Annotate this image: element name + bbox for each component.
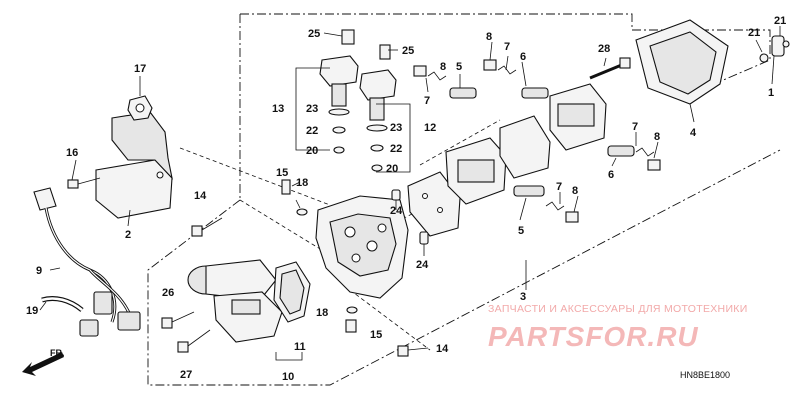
bolt-part-16 bbox=[67, 177, 101, 189]
callout-5-upper: 5 bbox=[456, 61, 462, 73]
callout-9: 9 bbox=[36, 265, 42, 277]
callout-21-a: 21 bbox=[748, 27, 760, 39]
callout-20-left: 20 bbox=[306, 145, 318, 157]
callout-23-right: 23 bbox=[390, 122, 402, 134]
band-part-19 bbox=[41, 295, 84, 312]
bolt-part-15-upper bbox=[281, 179, 291, 195]
bolt-part-15-lower bbox=[345, 319, 357, 333]
bolt-part-14-upper bbox=[191, 217, 223, 237]
fitting-part-21-1 bbox=[759, 35, 790, 63]
leader-lines bbox=[39, 26, 781, 311]
clamp-part-17 bbox=[127, 95, 153, 121]
callout-15-lower: 15 bbox=[370, 329, 382, 341]
callout-19: 19 bbox=[26, 305, 38, 317]
callout-22-right: 22 bbox=[390, 143, 402, 155]
valve-spring-set-lower bbox=[513, 145, 661, 223]
callout-20-right: 20 bbox=[386, 163, 398, 175]
bolt-part-26 bbox=[161, 311, 195, 329]
bracket-13 bbox=[295, 67, 330, 151]
callout-6-upper: 6 bbox=[520, 51, 526, 63]
bolt-part-27 bbox=[177, 329, 211, 353]
callout-15-upper: 15 bbox=[276, 167, 288, 179]
callout-7-d: 7 bbox=[556, 181, 562, 193]
callout-8-b: 8 bbox=[486, 31, 492, 43]
callout-11: 11 bbox=[294, 341, 306, 353]
callout-6-lower: 6 bbox=[608, 169, 614, 181]
callout-labels: 25 25 17 16 2 9 19 14 13 23 22 20 23 12 … bbox=[26, 15, 786, 383]
wire-harness-part-9 bbox=[33, 187, 141, 337]
callout-1: 1 bbox=[768, 87, 774, 99]
front-direction-arrow: FR. bbox=[22, 348, 65, 376]
callout-25-left: 25 bbox=[308, 28, 320, 40]
callout-25-right: 25 bbox=[402, 45, 414, 57]
washer-part-18-lower bbox=[346, 306, 358, 314]
callout-24-lower: 24 bbox=[416, 259, 429, 271]
callout-14-lower: 14 bbox=[436, 343, 449, 355]
valve-block-middle bbox=[445, 137, 507, 205]
valve-spring-set-upper bbox=[413, 59, 549, 99]
callout-13: 13 bbox=[272, 103, 284, 115]
guide-line-1 bbox=[179, 147, 331, 206]
callout-3: 3 bbox=[520, 291, 526, 303]
bracket-12 bbox=[376, 103, 411, 173]
solenoid-assembly-left bbox=[319, 29, 359, 154]
linear-solenoid-part-10 bbox=[187, 259, 283, 343]
watermark: ЗАПЧАСТИ И АКСЕССУАРЫ ДЛЯ МОТОТЕХНИКИ PA… bbox=[488, 303, 748, 352]
valve-body-part-3 bbox=[315, 195, 409, 299]
cover-part-2 bbox=[95, 111, 173, 219]
callout-26: 26 bbox=[162, 287, 174, 299]
washer-part-18-upper bbox=[296, 208, 308, 216]
bracket-10 bbox=[275, 352, 303, 361]
callout-16: 16 bbox=[66, 147, 78, 159]
callout-27: 27 bbox=[180, 369, 192, 381]
gasket-part-11 bbox=[273, 261, 311, 323]
callout-14-upper: 14 bbox=[194, 190, 207, 202]
callout-22-left: 22 bbox=[306, 125, 318, 137]
callout-4: 4 bbox=[690, 127, 697, 139]
separator-plate-2 bbox=[499, 115, 551, 179]
callout-21-b: 21 bbox=[774, 15, 786, 27]
callout-23-left: 23 bbox=[306, 103, 318, 115]
callout-10: 10 bbox=[282, 371, 294, 383]
bolt-part-14-lower bbox=[397, 345, 429, 357]
separator-plate bbox=[407, 171, 461, 237]
callout-18-upper: 18 bbox=[296, 177, 308, 189]
callout-24-upper: 24 bbox=[390, 205, 403, 217]
watermark-tagline: ЗАПЧАСТИ И АКСЕССУАРЫ ДЛЯ МОТОТЕХНИКИ bbox=[488, 303, 748, 315]
assembly-frame-lower bbox=[147, 149, 781, 386]
guide-line-5 bbox=[419, 119, 501, 166]
front-direction-label: FR. bbox=[50, 348, 65, 358]
callout-28: 28 bbox=[598, 43, 610, 55]
callout-12: 12 bbox=[424, 122, 436, 134]
valve-block-upper bbox=[549, 83, 607, 151]
pin-part-24-lower bbox=[419, 231, 429, 245]
guide-line-2 bbox=[239, 199, 331, 256]
callout-5-lower: 5 bbox=[518, 225, 524, 237]
diagram-code: HN8BE1800 bbox=[680, 370, 730, 380]
callout-8-a: 8 bbox=[440, 61, 446, 73]
callout-8-d: 8 bbox=[572, 185, 578, 197]
pin-part-24-upper bbox=[391, 189, 401, 201]
callout-8-c: 8 bbox=[654, 131, 660, 143]
callout-2: 2 bbox=[125, 229, 131, 241]
callout-7-b: 7 bbox=[504, 41, 510, 53]
bolt-part-28 bbox=[589, 57, 631, 80]
callout-7-a: 7 bbox=[424, 95, 430, 107]
callout-17: 17 bbox=[134, 63, 146, 75]
watermark-logo: PARTSFOR.RU bbox=[488, 321, 699, 352]
guide-line-3 bbox=[349, 289, 431, 351]
callout-7-c: 7 bbox=[632, 121, 638, 133]
callout-18-lower: 18 bbox=[316, 307, 328, 319]
solenoid-assembly-right bbox=[359, 44, 397, 172]
cover-gasket-part-4 bbox=[635, 19, 729, 105]
